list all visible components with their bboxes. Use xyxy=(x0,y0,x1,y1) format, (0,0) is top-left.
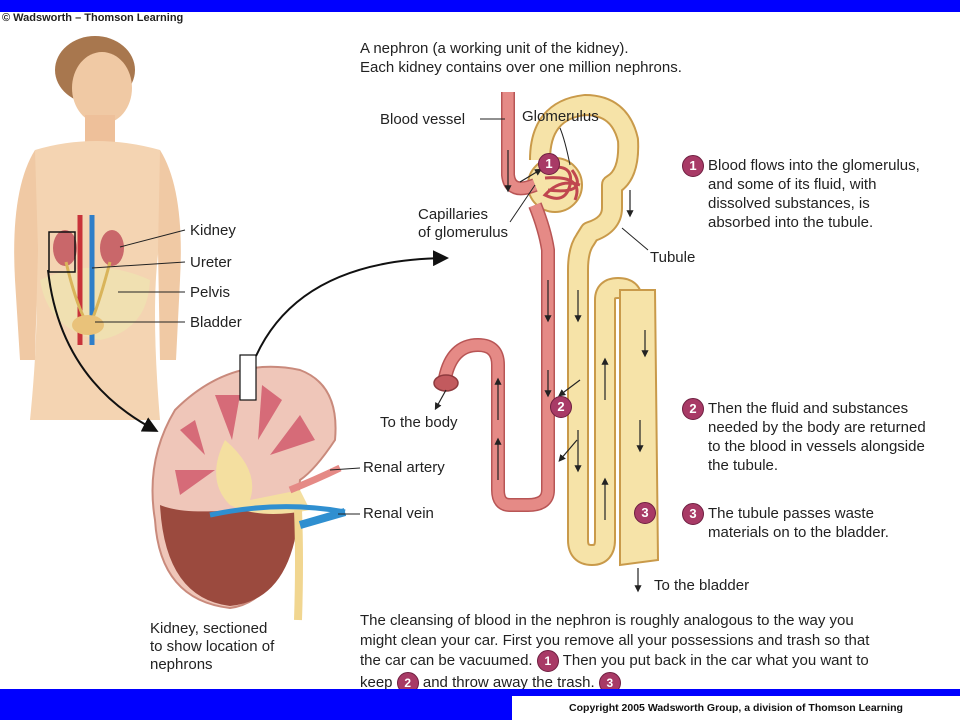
label-to-the-body: To the body xyxy=(380,414,458,431)
top-blue-bar xyxy=(0,0,960,12)
marker-2-vessel: 2 xyxy=(550,396,572,418)
kidney-caption-line3: nephrons xyxy=(150,656,213,673)
step-1-text: 1 Blood flows into the glomerulus, and s… xyxy=(682,155,920,232)
step-3-text: 3 The tubule passes waste materials on t… xyxy=(682,503,889,542)
label-ureter: Ureter xyxy=(190,254,232,271)
step-2-badge: 2 xyxy=(682,398,704,420)
label-glomerulus: Glomerulus xyxy=(522,108,599,125)
label-blood-vessel: Blood vessel xyxy=(380,111,466,128)
label-renal-artery: Renal artery xyxy=(363,459,445,476)
nephron-title: A nephron (a working unit of the kidney)… xyxy=(360,40,682,76)
label-pelvis: Pelvis xyxy=(190,284,231,301)
nephron-diagram xyxy=(433,92,660,593)
step-3-badge: 3 xyxy=(682,503,704,525)
label-kidney: Kidney xyxy=(190,222,236,239)
sectioned-kidney xyxy=(151,250,449,621)
torso-figure xyxy=(14,36,186,432)
marker-3-tubule: 3 xyxy=(634,502,656,524)
label-bladder: Bladder xyxy=(190,314,242,331)
step-1-badge: 1 xyxy=(682,155,704,177)
kidney-caption-line1: Kidney, sectioned xyxy=(150,620,268,637)
kidney-caption-line2: to show location of xyxy=(150,638,275,655)
label-to-the-bladder: To the bladder xyxy=(654,577,750,594)
step-2-text: 2 Then the fluid and substances needed b… xyxy=(682,398,926,475)
analogy-badge-3: 3 xyxy=(598,672,621,694)
analogy-badge-1: 1 xyxy=(536,650,559,672)
copyright-top: © Wadsworth – Thomson Learning xyxy=(2,12,184,24)
label-capillaries-line1: Capillaries xyxy=(418,206,489,223)
label-capillaries-line2: of glomerulus xyxy=(418,224,509,241)
marker-1-glomerulus: 1 xyxy=(538,153,560,175)
label-renal-vein: Renal vein xyxy=(363,505,434,522)
car-analogy-paragraph: The cleansing of blood in the nephron is… xyxy=(360,611,960,694)
copyright-bottom: Copyright 2005 Wadsworth Group, a divisi… xyxy=(512,696,960,720)
label-tubule: Tubule xyxy=(650,249,696,266)
